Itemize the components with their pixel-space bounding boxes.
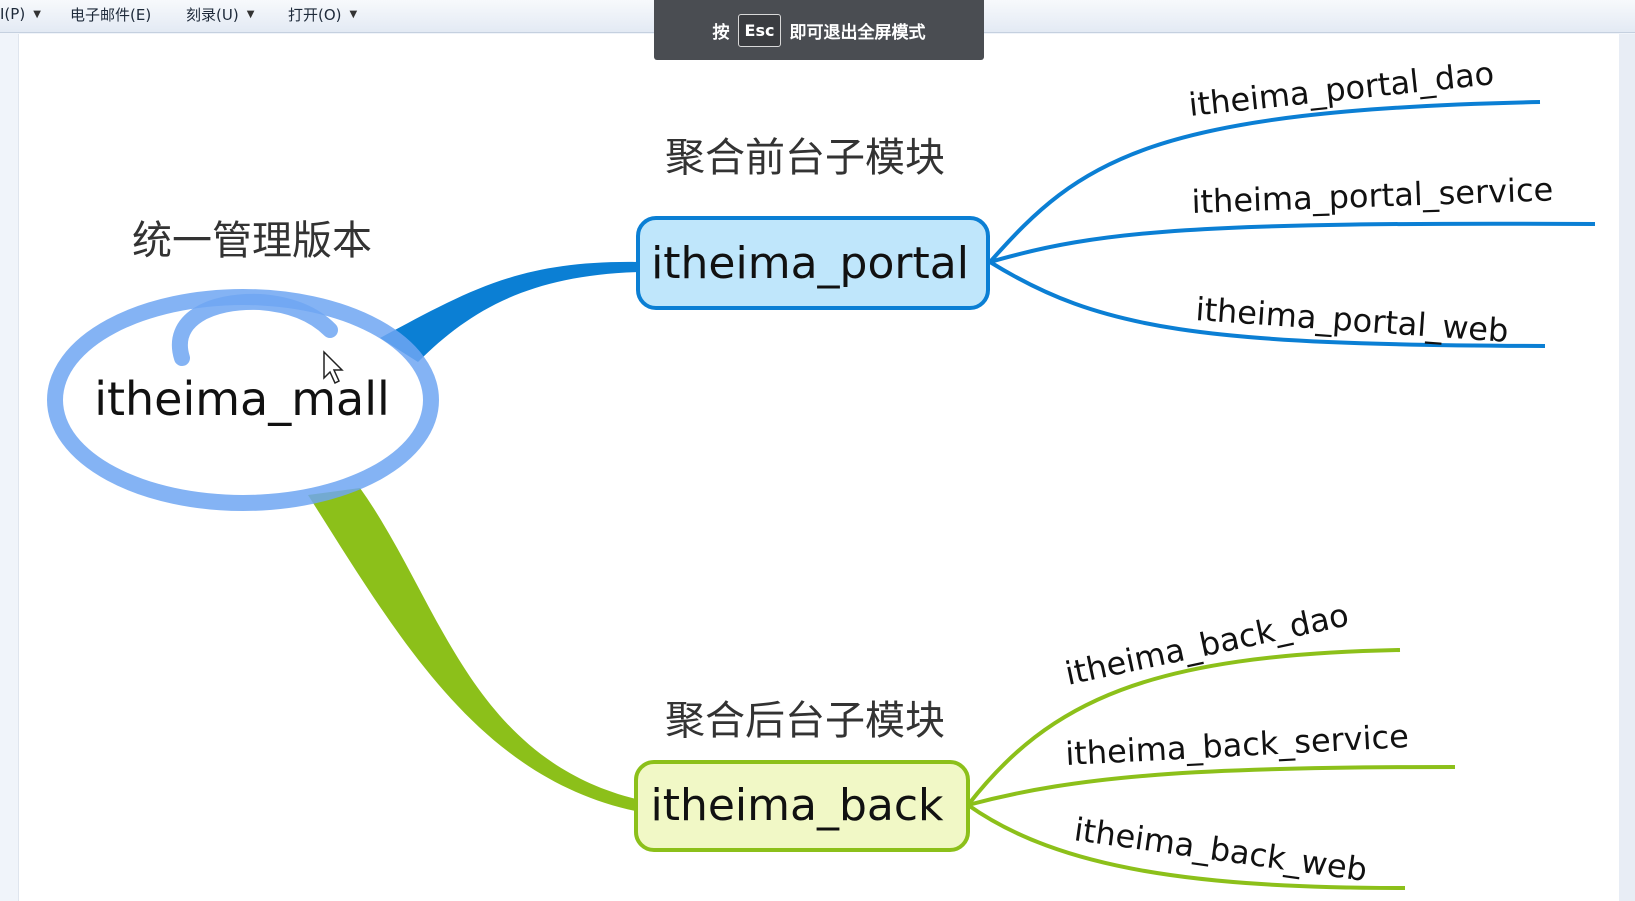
connector-root-portal	[380, 261, 640, 362]
mouse-cursor-icon	[323, 350, 344, 385]
toolbar-item-label: 电子邮件(E)	[70, 5, 152, 24]
chevron-down-icon[interactable]: ▼	[349, 8, 358, 20]
notice-prefix: 按	[712, 22, 730, 43]
connector-portal-web	[988, 260, 1546, 348]
root-node-label[interactable]: itheima_mall	[94, 372, 390, 426]
toolbar-item-label: I(P)	[0, 5, 26, 23]
toolbar-item-label: 打开(O)	[288, 5, 342, 24]
portal-node[interactable]	[636, 216, 990, 310]
back-child-dao[interactable]: itheima_back_dao	[1062, 596, 1352, 693]
connector-back-web	[966, 803, 1406, 890]
connector-portal-service	[989, 221, 1596, 264]
root-ring-stroke-extra	[172, 293, 338, 366]
notice-suffix: 即可退出全屏模式	[789, 22, 926, 43]
back-node-label: itheima_back	[650, 780, 944, 831]
toolbar-email-menu[interactable]: 电子邮件(E)	[70, 4, 151, 24]
connector-root-back	[308, 488, 640, 812]
back-node[interactable]	[634, 760, 970, 852]
root-annotation: 统一管理版本	[132, 218, 372, 264]
chevron-down-icon[interactable]: ▼	[246, 8, 255, 20]
connector-portal-dao	[988, 100, 1541, 264]
portal-node-label: itheima_portal	[651, 238, 969, 289]
chevron-down-icon[interactable]: ▼	[33, 8, 41, 20]
portal-child-service[interactable]: itheima_portal_service	[1191, 170, 1554, 221]
toolbar-burn-menu[interactable]: 刻录(U) ▼	[186, 4, 254, 24]
back-child-web[interactable]: itheima_back_web	[1072, 810, 1370, 889]
viewer-side-strip	[1619, 34, 1635, 901]
toolbar-item-label: 刻录(U)	[186, 5, 239, 24]
esc-key-badge: Esc	[737, 13, 782, 47]
portal-annotation: 聚合前台子模块	[665, 135, 945, 181]
connector-back-dao	[966, 648, 1401, 807]
back-annotation: 聚合后台子模块	[665, 698, 945, 744]
root-ring-inner	[63, 305, 423, 495]
back-child-service[interactable]: itheima_back_service	[1064, 717, 1409, 773]
toolbar-print-menu[interactable]: I(P) ▼	[0, 4, 41, 24]
connector-back-service	[967, 765, 1456, 807]
portal-child-web[interactable]: itheima_portal_web	[1194, 290, 1509, 350]
fullscreen-exit-notice: 按 Esc 即可退出全屏模式	[654, 0, 984, 60]
toolbar-open-menu[interactable]: 打开(O) ▼	[288, 4, 357, 24]
